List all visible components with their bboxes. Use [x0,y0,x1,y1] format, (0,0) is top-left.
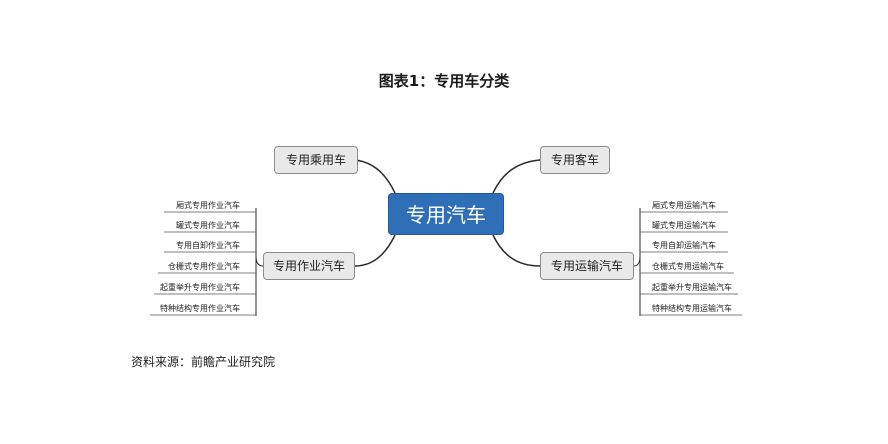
branch-passenger: 专用乘用车 [274,146,358,174]
operation-item: 特种结构专用作业汽车 [160,304,240,313]
link-transport-bracket [633,255,641,267]
center-node: 专用汽车 [388,193,504,235]
branch-bus: 专用客车 [540,146,610,174]
figure-title: 图表1：专用车分类 [378,72,510,90]
branch-transport: 专用运输汽车 [540,252,634,280]
link-operation-bracket [255,255,264,267]
link-center-passenger [354,159,396,194]
transport-item: 罐式专用运输汽车 [652,221,716,230]
operation-item: 厢式专用作业汽车 [176,201,240,210]
source-note: 资料来源：前瞻产业研究院 [131,355,276,369]
operation-item: 仓栅式专用作业汽车 [168,262,240,271]
transport-item: 厢式专用运输汽车 [652,201,716,210]
transport-item: 仓栅式专用运输汽车 [652,262,724,271]
operation-item: 罐式专用作业汽车 [176,221,240,230]
link-center-bus [492,159,541,194]
link-center-transport [492,234,541,267]
operation-item: 专用自卸作业汽车 [176,241,240,250]
operation-item: 起重举升专用作业汽车 [160,283,240,292]
branch-operation: 专用作业汽车 [263,252,355,280]
transport-item: 专用自卸运输汽车 [652,241,716,250]
transport-item: 起重举升专用运输汽车 [652,283,732,292]
link-center-operation [354,234,396,267]
transport-item: 特种结构专用运输汽车 [652,304,732,313]
